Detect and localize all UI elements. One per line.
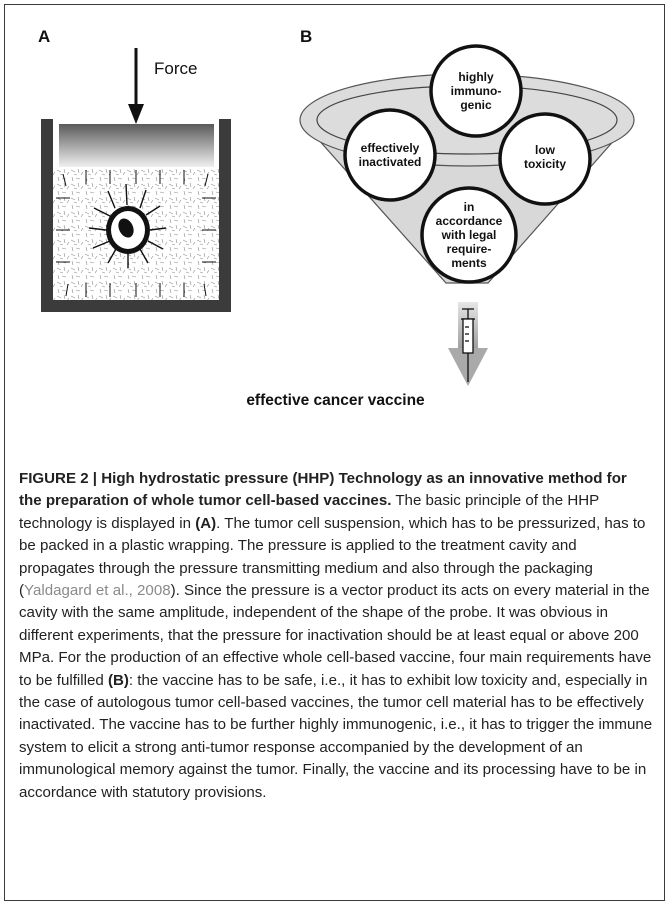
figure-title: FIGURE 2 | High hydrostatic pressure (HH… [19, 470, 627, 510]
panel-b-ref: (B) [107, 671, 129, 689]
caption-text-1: The basic principle of the HHP technolog… [19, 492, 599, 532]
circle-label-immunogenic: highly immuno- genic [450, 70, 502, 112]
figure-frame [4, 4, 665, 901]
figure-caption: FIGURE 2 | High hydrostatic pressure (HH… [19, 468, 653, 804]
circle-label-legal: in accordance with legal require- ments [435, 200, 503, 270]
panel-b-label: B [300, 27, 313, 46]
circle-label-toxicity: low toxicity [523, 143, 566, 171]
requirement-circle-legal [420, 186, 518, 284]
caption-text-2: . The tumor cell suspension, which has t… [19, 514, 646, 600]
citation-link[interactable]: Yaldagard et al., 2008 [24, 582, 171, 600]
caption-text-3: ). Since the pressure is a vector produc… [19, 582, 652, 689]
force-arrow [128, 48, 144, 124]
tumor-cell [88, 183, 167, 268]
requirement-circle-toxicity [498, 112, 592, 206]
requirement-circle-immunogenic [429, 44, 523, 138]
syringe-icon [461, 308, 475, 382]
panel-a-ref: (A) [195, 514, 217, 532]
force-label: Force [154, 59, 198, 78]
figure-illustration [41, 44, 635, 386]
caption-text-4: : the vaccine has to be safe, i.e., it h… [19, 671, 653, 801]
requirement-circle-inactivated [343, 108, 437, 202]
boundary-pressure-arrows [56, 170, 216, 297]
piston [59, 124, 214, 167]
panel-a-label: A [38, 27, 51, 46]
vaccine-label: effective cancer vaccine [246, 392, 425, 409]
circle-label-inactivated: effectively inactivated [358, 141, 422, 169]
